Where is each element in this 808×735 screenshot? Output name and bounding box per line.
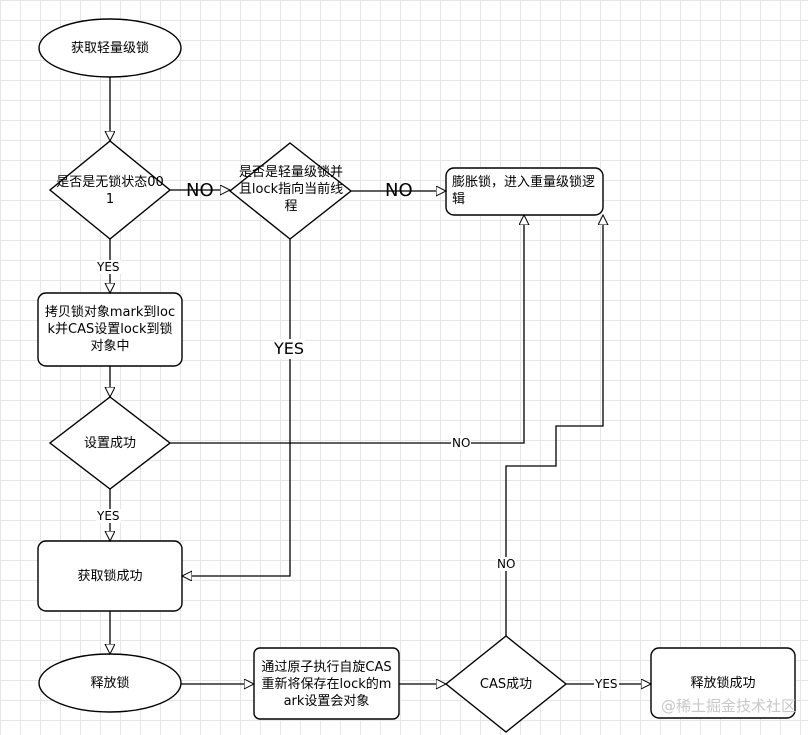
cas-restore-label: 通过原子执行自旋CAS重新将保存在lock的mark设置会对象 bbox=[261, 659, 392, 709]
edge-label-no-unlocked: NO bbox=[186, 180, 214, 201]
edge-set-no bbox=[170, 215, 524, 444]
release-success-label: 释放锁成功 bbox=[690, 675, 756, 691]
start-label: 获取轻量级锁 bbox=[70, 40, 149, 56]
edge-label-yes-lightweight: YES bbox=[273, 339, 306, 359]
edge-label-yes-cas: YES bbox=[594, 677, 619, 691]
cas-success-label: CAS成功 bbox=[479, 676, 533, 692]
set-success-label: 设置成功 bbox=[83, 435, 136, 451]
edge-label-yes-set: YES bbox=[96, 509, 121, 523]
edge-label-no-cas: NO bbox=[496, 557, 517, 571]
cas-success-shape bbox=[444, 635, 568, 733]
edge-cas-no bbox=[505, 215, 603, 636]
edge-label-no-lightweight: NO bbox=[385, 180, 413, 201]
edge-label-yes-unlocked: YES bbox=[96, 260, 121, 274]
watermark: @稀土掘金技术社区 bbox=[660, 697, 796, 715]
release-label: 释放锁 bbox=[90, 675, 130, 691]
inflate-label: 膨胀锁，进入重量级锁逻辑 bbox=[452, 175, 596, 207]
edge-label-no-set: NO bbox=[451, 436, 472, 450]
acquire-success-label: 获取锁成功 bbox=[77, 568, 143, 584]
is-unlocked-label: 是否是无锁状态001 bbox=[56, 175, 164, 207]
copy-mark-label: 拷贝锁对象mark到lock并CAS设置lock到锁对象中 bbox=[44, 304, 176, 354]
is-lightweight-label: 是否是轻量级锁并且lock指向当前线程 bbox=[238, 164, 344, 214]
edge-lightweight-yes bbox=[182, 239, 291, 576]
